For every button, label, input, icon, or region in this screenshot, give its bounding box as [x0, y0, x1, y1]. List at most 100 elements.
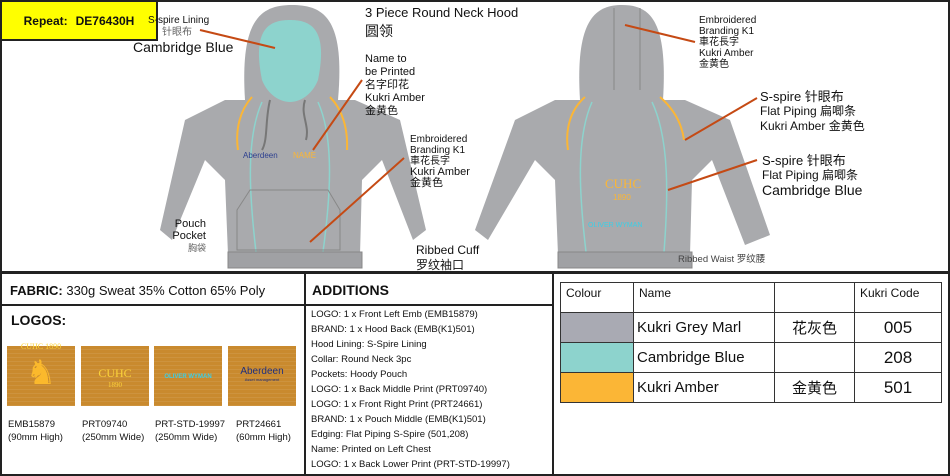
repeat-label: Repeat: — [23, 13, 68, 28]
logo-art-sub: Asset management — [244, 377, 280, 382]
piping-amber-annotation: S-spire 针眼布 Flat Piping 扁唧条 Kukri Amber … — [760, 89, 865, 134]
back-branding-line1: Embroidered — [699, 15, 757, 26]
piping-amber-line3: Kukri Amber 金黄色 — [760, 119, 865, 133]
fabric-row: FABRIC: 330g Sweat 35% Cotton 65% Poly — [10, 283, 265, 298]
lion-icon: ♞ — [25, 354, 57, 392]
colour-swatch — [560, 342, 634, 373]
colour-cn — [774, 342, 855, 373]
cuff-label: Ribbed Cuff — [416, 243, 480, 257]
logo-prt24661: Aberdeen Asset management — [228, 346, 296, 406]
back-branding-colour-cn: 金黄色 — [699, 59, 729, 70]
front-branding-annotation: Embroidered Branding K1 車花長字 Kukri Amber… — [410, 134, 470, 189]
colour-name: Kukri Grey Marl — [633, 312, 775, 343]
back-branding-cn: 車花長字 — [699, 37, 739, 48]
back-print-cuhc: CUHC — [605, 176, 642, 191]
logos-label: LOGOS: — [11, 312, 67, 328]
lining-colour: Cambridge Blue — [133, 39, 234, 55]
fabric-label: FABRIC: — [10, 283, 63, 298]
header-cn — [774, 282, 855, 313]
waist-label: Ribbed Waist 罗纹腰 — [678, 254, 766, 265]
back-branding-line2: Branding K1 — [699, 26, 755, 37]
logo-art-text: CUHC 1890 — [20, 342, 62, 351]
colour-code: 208 — [854, 342, 942, 373]
name-line1: Name to — [365, 53, 407, 65]
back-branding-colour: Kukri Amber — [699, 48, 754, 59]
logo-caption: PRT09740(250mm Wide) — [82, 419, 145, 443]
logo-art-text: OLIVER WYMAN — [164, 374, 212, 380]
colour-cn: 金黄色 — [774, 372, 855, 403]
piping-blue-line3: Cambridge Blue — [762, 182, 863, 198]
lining-label: S-spire Lining — [148, 15, 210, 26]
colour-name: Kukri Amber — [633, 372, 775, 403]
colour-name: Cambridge Blue — [633, 342, 775, 373]
piping-blue-line1: S-spire 针眼布 — [762, 153, 846, 168]
header-code: Kukri Code — [854, 282, 942, 313]
hoodie-illustrations — [160, 5, 770, 269]
logo-caption: PRT-STD-19997(250mm Wide) — [155, 419, 226, 443]
logo-art-text: Aberdeen — [240, 366, 284, 377]
table-row: Kukri Grey Marl 花灰色 005 — [560, 312, 942, 343]
pouch-line1: Pouch — [174, 218, 206, 230]
cuff-label-cn: 罗纹袖口 — [416, 258, 465, 272]
addition-item: BRAND: 1 x Pouch Middle (EMB(K1)501) — [311, 414, 486, 425]
chest-logo-aberdeen: Aberdeen — [243, 151, 278, 160]
piping-amber-line1: S-spire 针眼布 — [760, 89, 844, 104]
front-hoodie — [160, 5, 426, 269]
piping-amber-line2: Flat Piping 扁唧条 — [760, 104, 857, 118]
lining-label-cn: 针眼布 — [162, 27, 192, 38]
table-row: Cambridge Blue 208 — [560, 342, 942, 373]
hood-title: 3 Piece Round Neck Hood — [365, 5, 519, 20]
pouch-line2: Pocket — [172, 230, 206, 242]
logo-art-text: CUHC — [98, 366, 132, 380]
colour-cn: 花灰色 — [774, 312, 855, 343]
colour-swatch — [560, 372, 634, 403]
fabric-value: 330g Sweat 35% Cotton 65% Poly — [66, 283, 266, 298]
colour-panel — [552, 272, 950, 476]
additions-title: ADDITIONS — [312, 282, 389, 298]
addition-item: Hood Lining: S-Spire Lining — [311, 339, 427, 350]
name-cn: 名字印花 — [365, 79, 409, 91]
piping-blue-annotation: S-spire 针眼布 Flat Piping 扁唧条 Cambridge Bl… — [762, 153, 862, 198]
logo-caption: PRT24661(60mm High) — [236, 419, 291, 443]
addition-item: LOGO: 1 x Front Left Emb (EMB15879) — [311, 309, 478, 320]
colour-swatch — [560, 312, 634, 343]
logo-art-year: 1890 — [108, 381, 122, 389]
addition-item: Pockets: Hoody Pouch — [311, 369, 408, 380]
back-print-year: 1890 — [613, 193, 631, 202]
chest-name-print: NAME — [293, 151, 317, 160]
table-header-row: Colour Name Kukri Code — [560, 282, 942, 313]
addition-item: LOGO: 1 x Back Lower Print (PRT-STD-1999… — [311, 459, 510, 470]
branding-line1: Embroidered — [410, 134, 468, 145]
addition-item: LOGO: 1 x Back Middle Print (PRT09740) — [311, 384, 488, 395]
repeat-code: DE76430H — [75, 13, 135, 28]
colour-code: 501 — [854, 372, 942, 403]
header-colour: Colour — [560, 282, 634, 313]
branding-cn: 車花長字 — [410, 156, 450, 167]
table-row: Kukri Amber 金黄色 501 — [560, 372, 942, 403]
colour-code: 005 — [854, 312, 942, 343]
pouch-cn: 胸袋 — [187, 243, 206, 253]
back-hoodie — [475, 5, 770, 269]
addition-item: BRAND: 1 x Hood Back (EMB(K1)501) — [311, 324, 475, 335]
addition-item: Name: Printed on Left Chest — [311, 444, 431, 455]
pouch-annotation: Pouch Pocket 胸袋 — [172, 218, 206, 254]
back-print-oliver-wyman: OLIVER WYMAN — [588, 222, 643, 229]
logo-prt09740: CUHC 1890 — [81, 346, 149, 406]
branding-colour: Kukri Amber — [410, 166, 470, 178]
name-colour: Kukri Amber — [365, 92, 425, 104]
addition-item: Collar: Round Neck 3pc — [311, 354, 412, 365]
name-line2: be Printed — [365, 66, 416, 78]
back-branding-annotation: Embroidered Branding K1 車花長字 Kukri Amber… — [699, 15, 756, 70]
colour-table: Colour Name Kukri Code Kukri Grey Marl 花… — [560, 282, 942, 403]
additions-list: LOGO: 1 x Front Left Emb (EMB15879) BRAN… — [311, 307, 510, 472]
header-name: Name — [633, 282, 775, 313]
logo-emb15879: CUHC 1890 ♞ — [7, 342, 75, 406]
hood-title-cn: 圆领 — [365, 23, 393, 39]
name-annotation: Name to be Printed 名字印花 Kukri Amber 金黄色 — [365, 53, 425, 118]
branding-line2: Branding K1 — [410, 145, 466, 156]
logo-caption: EMB15879(90mm High) — [8, 419, 63, 443]
branding-colour-cn: 金黄色 — [410, 177, 443, 189]
logo-prt-std-19997: OLIVER WYMAN — [154, 346, 222, 406]
piping-blue-line2: Flat Piping 扁唧条 — [762, 168, 859, 182]
name-colour-cn: 金黄色 — [365, 105, 398, 117]
